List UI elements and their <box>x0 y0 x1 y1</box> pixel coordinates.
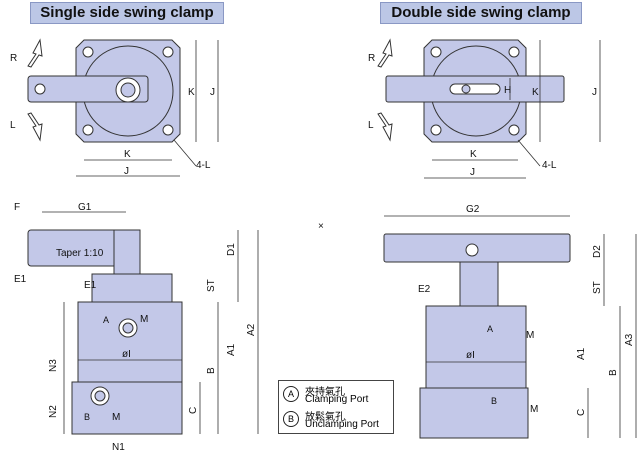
label-j2-vert: J <box>592 87 597 98</box>
label-e1: E1 <box>14 274 27 285</box>
port-a-mark: A <box>103 315 109 325</box>
label-e2: E2 <box>418 284 431 295</box>
label-n2: N2 <box>48 405 59 418</box>
label-phi: øI <box>122 349 131 360</box>
label-l: L <box>10 120 16 131</box>
label-n1: N1 <box>112 442 125 453</box>
label-d2: D2 <box>592 245 603 258</box>
label-m-b: M <box>112 412 120 423</box>
label-m2b: M <box>530 404 538 415</box>
rotation-arrow-r2-icon <box>377 38 393 68</box>
label-4l: 4-L <box>196 160 211 171</box>
label-k2-vert: K <box>532 87 539 98</box>
port-legend: A 夾持氣孔 Clamping Port B 放鬆氣孔 Unclamping P… <box>278 380 394 434</box>
label-f: F <box>14 202 20 213</box>
label-k-vert: K <box>188 87 195 98</box>
legend-clamp-en: Clamping Port <box>305 394 369 405</box>
label-c2: C <box>576 409 587 416</box>
label-c: C <box>188 407 199 414</box>
label-n3: N3 <box>48 359 59 372</box>
label-l2: L <box>368 120 374 131</box>
label-k: K <box>124 149 131 160</box>
legend-unclamp-en: Unclamping Port <box>305 419 379 430</box>
label-d1: D1 <box>226 243 237 256</box>
double-top-view <box>385 39 565 143</box>
label-a1b: A1 <box>576 347 587 360</box>
rotation-arrow-l-icon <box>27 112 43 142</box>
center-cross: × <box>318 221 324 232</box>
port-b-mark: B <box>84 412 90 422</box>
label-m-a: M <box>140 314 148 325</box>
label-h: H <box>504 85 511 96</box>
double-side-view <box>383 233 571 439</box>
label-j: J <box>124 166 129 177</box>
legend-b-mark: B <box>283 411 299 427</box>
single-side-view <box>27 229 183 435</box>
label-k2: K <box>470 149 477 160</box>
legend-clamp-zh: 夾持氣孔 <box>305 387 345 398</box>
label-a1: A1 <box>226 343 237 356</box>
label-g1: G1 <box>78 202 92 213</box>
label-j-vert: J <box>210 87 215 98</box>
label-phi2: øI <box>466 350 475 361</box>
legend-unclamp-zh: 放鬆氣孔 <box>305 412 345 423</box>
label-b: B <box>206 367 217 374</box>
label-e1b: E1 <box>84 280 97 291</box>
dimension-lines <box>42 40 637 438</box>
label-r2: R <box>368 53 375 64</box>
rotation-arrow-l2-icon <box>377 112 393 142</box>
port-a2-mark: A <box>487 324 493 334</box>
legend-a-mark: A <box>283 386 299 402</box>
rotation-arrow-r-icon <box>27 38 43 68</box>
single-top-view <box>27 39 181 143</box>
label-a3: A3 <box>624 333 635 346</box>
label-4l2: 4-L <box>542 160 557 171</box>
label-r: R <box>10 53 17 64</box>
label-g2: G2 <box>466 204 480 215</box>
port-b2-mark: B <box>491 396 497 406</box>
label-b2: B <box>608 369 619 376</box>
title-double-side: Double side swing clamp <box>380 2 582 24</box>
label-m2a: M <box>526 330 534 341</box>
label-st2: ST <box>592 281 603 294</box>
label-taper: Taper 1:10 <box>56 248 104 259</box>
title-single-side: Single side swing clamp <box>30 2 224 24</box>
label-a2: A2 <box>246 323 257 336</box>
label-j2: J <box>470 167 475 178</box>
label-st: ST <box>206 279 217 292</box>
